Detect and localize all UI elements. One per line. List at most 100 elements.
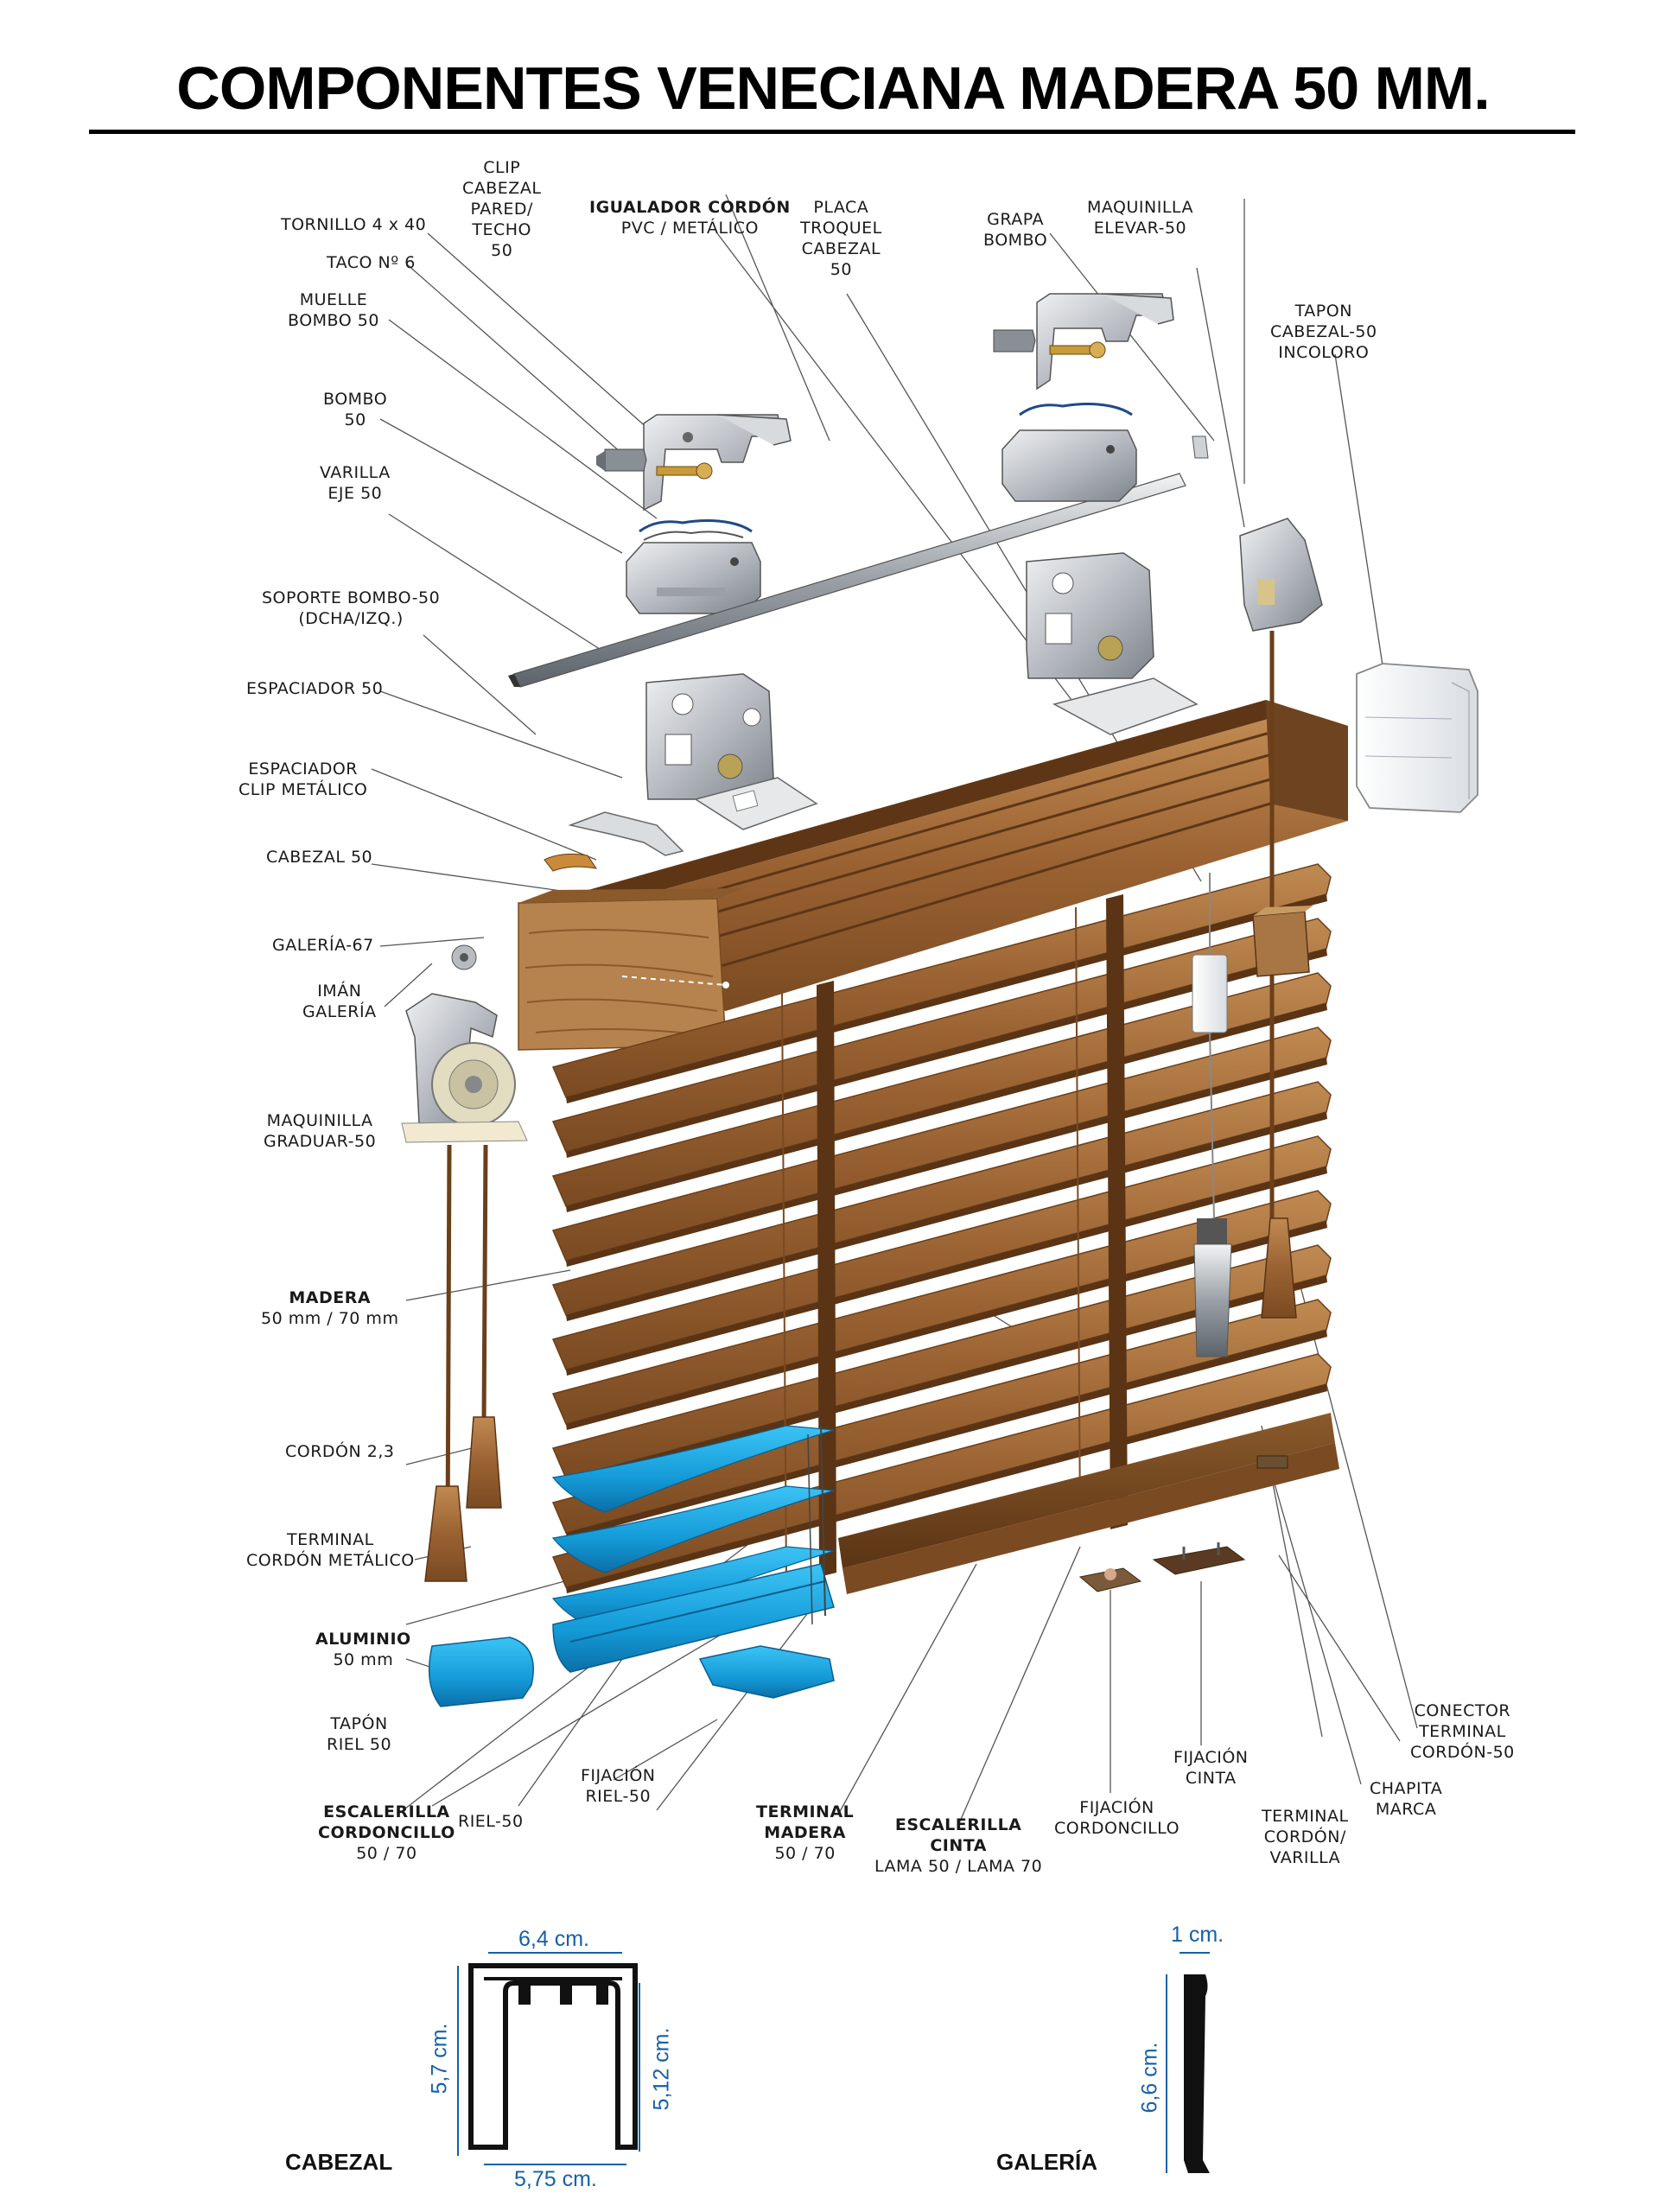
label-clip-cabezal-line: PARED/ xyxy=(470,200,533,219)
tapon-cabezal-incoloro xyxy=(1356,663,1478,813)
label-espaciador-clip: ESPACIADOR CLIP METÁLICO xyxy=(238,759,367,800)
label-terminal-cordon-varilla-line: TERMINAL xyxy=(1262,1807,1349,1826)
label-riel: RIEL-50 xyxy=(458,1812,524,1831)
fijacion-cinta xyxy=(1152,1542,1246,1575)
label-fijacion-cinta-line: FIJACIÓN xyxy=(1173,1748,1249,1767)
label-tapon-cabezal-line: INCOLORO xyxy=(1278,343,1370,362)
label-escalerilla-cinta: ESCALERILLA CINTA LAMA 50 / LAMA 70 xyxy=(874,1815,1042,1877)
page-title: COMPONENTES VENECIANA MADERA 50 MM. xyxy=(176,54,1490,122)
label-escalerilla-cordoncillo-line: ESCALERILLA xyxy=(323,1802,450,1821)
label-fijacion-cordoncillo-line: CORDONCILLO xyxy=(1054,1819,1180,1838)
label-escalerilla-cinta-line: CINTA xyxy=(930,1836,987,1855)
label-iman: IMÁN GALERÍA xyxy=(302,981,377,1022)
wood-slat xyxy=(551,918,1332,1153)
wood-slat xyxy=(551,863,1332,1098)
label-terminal-cordon-varilla-line: CORDÓN/ xyxy=(1263,1827,1346,1847)
label-maquinilla-elevar-line: ELEVAR-50 xyxy=(1093,219,1187,238)
label-aluminio-line: ALUMINIO xyxy=(315,1630,411,1649)
galeria-67 xyxy=(518,888,743,1051)
label-espaciador-clip-line: CLIP METÁLICO xyxy=(238,780,368,799)
galeria-section-drawing xyxy=(1166,1952,1210,2173)
label-escalerilla-cinta-line: ESCALERILLA xyxy=(894,1815,1022,1834)
label-terminal-madera: TERMINAL MADERA 50 / 70 xyxy=(756,1802,854,1864)
wood-slat-edge xyxy=(566,1166,1327,1376)
label-galeria: GALERÍA-67 xyxy=(272,936,374,955)
label-fijacion-cordoncillo-line: FIJACIÓN xyxy=(1079,1798,1154,1817)
dimension-cabezal-bottom: 5,75 cm. xyxy=(514,2167,597,2191)
wood-slat-edge xyxy=(566,1330,1327,1539)
label-igualador-line: IGUALADOR CORDÓN xyxy=(589,198,791,217)
label-chapita-marca-line: MARCA xyxy=(1375,1800,1437,1819)
label-maquinilla-graduar: MAQUINILLA GRADUAR-50 xyxy=(264,1110,376,1152)
label-madera: MADERA 50 mm / 70 mm xyxy=(261,1287,398,1329)
dimension-cabezal-left: 5,7 cm. xyxy=(427,2023,452,2094)
label-grapa-bombo-line: BOMBO xyxy=(983,231,1048,250)
wood-slat xyxy=(551,1244,1332,1479)
label-tapon-cabezal-line: CABEZAL-50 xyxy=(1270,322,1377,341)
label-fijacion-cinta: FIJACIÓN CINTA xyxy=(1173,1747,1249,1789)
muelle-spring-left xyxy=(639,519,753,541)
label-placa-troquel-line: CABEZAL xyxy=(801,239,881,258)
label-tornillo: TORNILLO 4 x 40 xyxy=(281,215,427,234)
dimension-galeria-top: 1 cm. xyxy=(1171,1923,1224,1947)
wood-slat xyxy=(551,1135,1332,1370)
cabezal-headrail xyxy=(557,700,1348,1011)
wood-slat-edge xyxy=(566,894,1327,1103)
label-fijacion-cinta-line: CINTA xyxy=(1185,1769,1237,1788)
label-tapon-riel-line: TAPÓN xyxy=(330,1714,388,1733)
label-clip-cabezal: CLIP CABEZAL PARED/ TECHO 50 xyxy=(462,157,541,261)
soporte-bombo-right xyxy=(1026,552,1154,679)
label-escalerilla-cinta-line: LAMA 50 / LAMA 70 xyxy=(874,1857,1043,1876)
label-varilla: VARILLA EJE 50 xyxy=(320,462,391,504)
maquinilla-elevar xyxy=(1239,518,1323,632)
wood-slat xyxy=(551,1027,1332,1262)
label-cordon: CORDÓN 2,3 xyxy=(285,1442,395,1461)
terminal-cordon-varilla xyxy=(1261,1217,1297,1319)
label-maquinilla-elevar-line: MAQUINILLA xyxy=(1087,198,1193,217)
label-bombo: BOMBO 50 xyxy=(323,389,387,430)
cordon-2-3 xyxy=(445,1144,488,1543)
wood-slat-edge xyxy=(566,949,1327,1158)
escalerilla-cordoncillo xyxy=(807,1425,826,1625)
clip-cabezal-left xyxy=(643,414,792,512)
label-tapon-cabezal-line: TAPON xyxy=(1294,302,1352,321)
wood-slat-edge xyxy=(566,1384,1327,1593)
label-muelle: MUELLE BOMBO 50 xyxy=(288,289,379,331)
label-bombo-line: BOMBO xyxy=(323,390,388,409)
label-conector-terminal-line: CONECTOR xyxy=(1414,1701,1511,1720)
label-soporte-line: (DCHA/IZQ.) xyxy=(298,609,404,628)
label-madera-line: MADERA xyxy=(289,1288,372,1307)
dimension-galeria-left: 6,6 cm. xyxy=(1137,2042,1162,2113)
label-espaciador: ESPACIADOR 50 xyxy=(246,679,384,698)
label-conector-terminal-line: CORDÓN-50 xyxy=(1410,1743,1515,1762)
wood-slat-edge xyxy=(566,1275,1327,1484)
maquinilla-graduar xyxy=(401,993,528,1143)
label-maquinilla-graduar-line: GRADUAR-50 xyxy=(264,1132,377,1151)
label-placa-troquel: PLACA TROQUEL CABEZAL 50 xyxy=(800,197,882,280)
label-espaciador-clip-line: ESPACIADOR xyxy=(248,760,359,779)
wood-slat xyxy=(551,1081,1332,1316)
igualador-cordon xyxy=(1252,906,1313,977)
wood-slat-edge xyxy=(566,1221,1327,1430)
label-clip-cabezal-line: 50 xyxy=(491,241,513,260)
fijacion-cordoncillo xyxy=(1078,1567,1142,1592)
placa-troquel-right xyxy=(1052,677,1199,735)
wood-slat-edge xyxy=(566,1058,1327,1267)
label-tapon-riel: TAPÓN RIEL 50 xyxy=(327,1713,391,1755)
label-igualador: IGUALADOR CORDÓN PVC / METÁLICO xyxy=(589,197,791,238)
label-iman-line: IMÁN xyxy=(317,982,362,1001)
label-terminal-madera-line: TERMINAL xyxy=(756,1802,855,1821)
label-tapon-cabezal: TAPON CABEZAL-50 INCOLORO xyxy=(1270,301,1377,363)
label-terminal-cordon-varilla-line: VARILLA xyxy=(1269,1848,1341,1867)
section-title-cabezal: CABEZAL xyxy=(285,2149,393,2175)
wood-slat-edge xyxy=(566,1003,1327,1212)
label-escalerilla-cordoncillo: ESCALERILLA CORDONCILLO 50 / 70 xyxy=(318,1802,455,1864)
label-terminal-cordon-varilla: TERMINAL CORDÓN/ VARILLA xyxy=(1262,1806,1349,1868)
tapon-riel-50 xyxy=(428,1637,534,1707)
wand-varilla xyxy=(1192,873,1232,1357)
espaciador-clip xyxy=(544,853,598,872)
varilla-eje-rod xyxy=(508,473,1186,688)
bombo-left xyxy=(626,542,761,614)
screw-and-dowel-right xyxy=(993,329,1106,359)
